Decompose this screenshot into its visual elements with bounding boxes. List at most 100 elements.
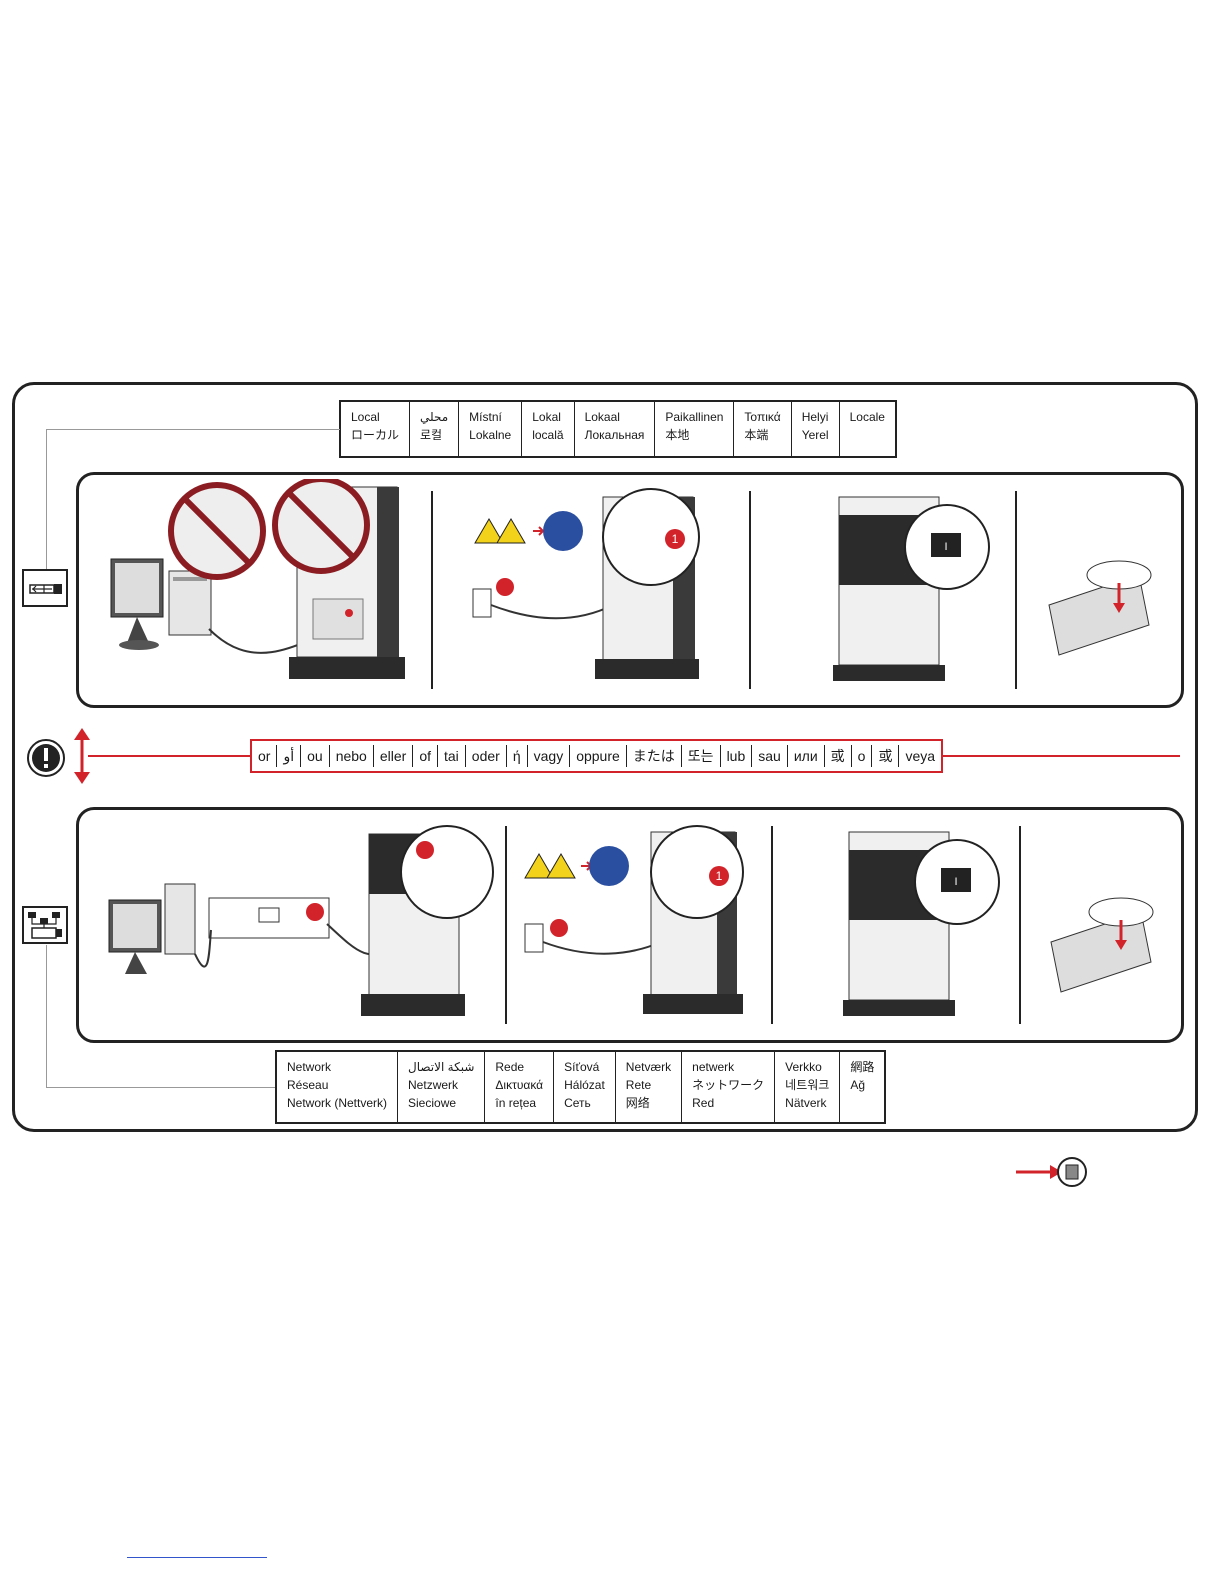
local-step-power-illustration: 1 xyxy=(463,485,723,695)
or-word: veya xyxy=(898,745,941,767)
label-text: 網路 xyxy=(850,1058,874,1076)
label-text: Сеть xyxy=(564,1094,605,1112)
next-page-icon[interactable] xyxy=(1014,1156,1090,1188)
read-manual-icon xyxy=(543,511,583,551)
read-manual-icon xyxy=(589,846,629,886)
label-text: Red xyxy=(692,1094,764,1112)
or-word: أو xyxy=(276,745,300,767)
network-step-ethernet-illustration xyxy=(99,814,499,1036)
or-word: または xyxy=(626,745,681,767)
or-word: of xyxy=(412,745,437,767)
label-text: 네트워크 xyxy=(785,1076,829,1094)
label-col: Locale xyxy=(839,402,895,456)
label-text: Network (Nettverk) xyxy=(287,1094,387,1112)
local-step-switch-illustration: I xyxy=(819,485,999,695)
step-marker xyxy=(550,919,568,937)
label-text: Helyi xyxy=(802,408,829,426)
or-word: o xyxy=(851,745,872,767)
label-text: locală xyxy=(532,426,563,444)
step-marker xyxy=(416,841,434,859)
label-text: Sieciowe xyxy=(408,1094,474,1112)
label-text: Lokaal xyxy=(585,408,645,426)
or-word: or xyxy=(252,745,276,767)
cd-drive-icon xyxy=(1039,545,1179,665)
label-text: Lokal xyxy=(532,408,563,426)
label-text: 网络 xyxy=(626,1094,671,1112)
label-text: 本端 xyxy=(744,426,780,444)
label-text: Локальная xyxy=(585,426,645,444)
label-text: Místní xyxy=(469,408,511,426)
switch-label: I xyxy=(954,876,957,888)
label-text: Τοπικά xyxy=(744,408,780,426)
label-col: MístníLokalne xyxy=(458,402,521,456)
step-number-text: 1 xyxy=(716,869,723,883)
or-translation-box: or أو ou nebo eller of tai oder ή vagy o… xyxy=(250,739,943,773)
label-text: Hálózat xyxy=(564,1076,605,1094)
label-text: Yerel xyxy=(802,426,829,444)
or-word: eller xyxy=(373,745,412,767)
label-text: Réseau xyxy=(287,1076,387,1094)
step-marker xyxy=(496,578,514,596)
no-connection-icon xyxy=(171,485,263,577)
network-icon xyxy=(22,906,68,944)
step-divider xyxy=(771,826,773,1024)
attention-icon xyxy=(26,738,66,778)
label-text: Rete xyxy=(626,1076,671,1094)
label-text: شبكة الاتصال xyxy=(408,1058,474,1076)
network-step-switch-illustration: I xyxy=(829,820,1009,1030)
label-text: Local xyxy=(351,408,399,426)
or-word: 或 xyxy=(871,745,898,767)
electrical-warning-icon xyxy=(525,854,591,878)
electrical-warning-icon xyxy=(475,519,543,543)
label-text: ローカル xyxy=(351,426,399,444)
label-text: Verkko xyxy=(785,1058,829,1076)
or-word: 或 xyxy=(824,745,851,767)
label-text: 로컬 xyxy=(420,426,448,444)
label-text: Netværk xyxy=(626,1058,671,1076)
detail-callout xyxy=(401,826,493,918)
local-connection-panel: 1 I xyxy=(76,472,1184,708)
step-marker xyxy=(306,903,324,921)
label-text: Síťová xyxy=(564,1058,605,1076)
label-text: Ağ xyxy=(850,1076,874,1094)
or-word: nebo xyxy=(329,745,373,767)
or-word: oder xyxy=(465,745,506,767)
detail-callout xyxy=(651,826,743,918)
step-divider xyxy=(1019,826,1021,1024)
label-text: netwerk xyxy=(692,1058,764,1076)
wall-outlet-icon xyxy=(525,924,543,952)
network-connection-panel: 1 I xyxy=(76,807,1184,1043)
network-step-power-illustration: 1 xyxy=(521,820,761,1030)
label-text: Lokalne xyxy=(469,426,511,444)
label-text: Network xyxy=(287,1058,387,1076)
step-divider xyxy=(1015,491,1017,689)
local-step-usb-illustration xyxy=(99,479,419,701)
or-word: vagy xyxy=(527,745,570,767)
or-word: ή xyxy=(506,745,527,767)
double-arrow-icon xyxy=(72,728,92,784)
label-col: netwerkネットワークRed xyxy=(681,1052,774,1122)
or-word: ou xyxy=(300,745,329,767)
switch-label: I xyxy=(944,541,947,553)
step-divider xyxy=(749,491,751,689)
step-divider xyxy=(431,491,433,689)
step-number-text: 1 xyxy=(672,532,679,546)
label-text: Paikallinen xyxy=(665,408,723,426)
label-text: Rede xyxy=(495,1058,543,1076)
no-connection-icon xyxy=(275,479,367,571)
label-text: în rețea xyxy=(495,1094,543,1112)
label-text: Netzwerk xyxy=(408,1076,474,1094)
cd-drive-icon xyxy=(1043,882,1179,1002)
